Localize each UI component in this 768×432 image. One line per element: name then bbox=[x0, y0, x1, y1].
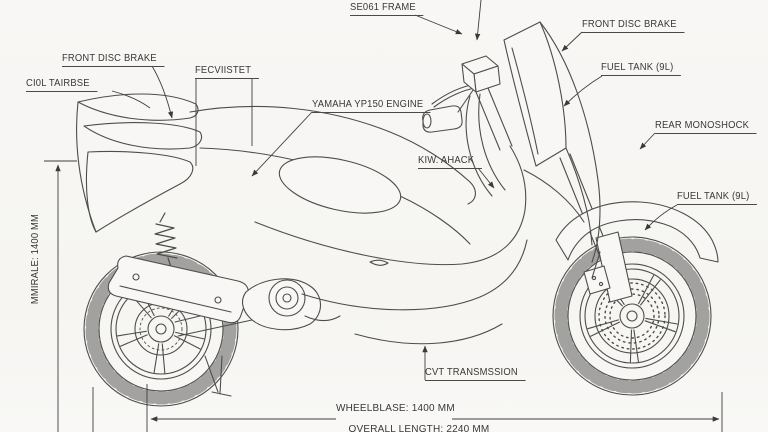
label-rear-monoshock: REAR MONOSHOCK bbox=[655, 120, 757, 134]
dimension-lines bbox=[44, 160, 723, 432]
seat bbox=[189, 105, 476, 245]
label-ci0l-tairbse: CI0L TAIRBSE bbox=[26, 78, 98, 92]
label-kiw-ahack: KIW. AHACK bbox=[418, 155, 482, 169]
leader-lines bbox=[111, 0, 678, 380]
exhaust-muffler bbox=[107, 255, 249, 324]
label-yamaha-yp150-engine: YAMAHA YP150 ENGINE bbox=[312, 99, 431, 113]
handlebar-grip bbox=[422, 105, 463, 133]
dimension-overall-length-label: OVERALL LENGTH: 2240 MM bbox=[348, 424, 490, 432]
front-brake-caliper bbox=[583, 265, 611, 295]
tail-bodywork bbox=[76, 93, 203, 233]
label-fuel-tank-top: FUEL TANK (9L) bbox=[601, 62, 681, 76]
handlebar bbox=[422, 55, 513, 197]
label-cvt-transmission: CVT TRANSMSSION bbox=[425, 367, 526, 381]
label-fecviistet: FECVIISTET bbox=[195, 65, 259, 79]
windscreen bbox=[503, 21, 567, 167]
dimension-height-label: MMIRALE: 1400 MM bbox=[30, 213, 41, 305]
rear-wheel bbox=[83, 251, 239, 407]
label-fuel-tank-right: FUEL TANK (9L) bbox=[677, 191, 757, 205]
front-wheel bbox=[552, 236, 712, 396]
engine-cvt-case bbox=[241, 278, 341, 331]
front-fender bbox=[555, 201, 719, 279]
body-side-panels bbox=[254, 145, 528, 345]
label-front-disc-brake-left: FRONT DISC BRAKE bbox=[62, 53, 165, 67]
center-stand bbox=[204, 355, 232, 397]
label-se061-frame: SE061 FRAME bbox=[350, 2, 424, 16]
dimension-wheelbase-label: WHEELBLASE: 1400 MM bbox=[336, 403, 455, 414]
label-front-disc-brake-top: FRONT DISC BRAKE bbox=[582, 19, 685, 33]
front-disc-rotor bbox=[594, 278, 670, 354]
front-fairing bbox=[503, 21, 601, 263]
